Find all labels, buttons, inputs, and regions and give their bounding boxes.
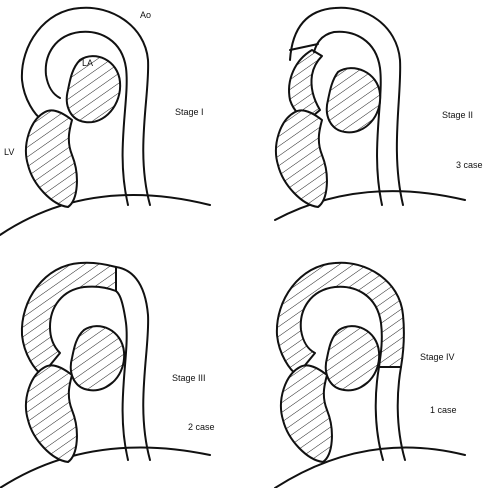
panel-stage-3: Stage III 2 case xyxy=(0,263,215,488)
panel-stage-2: Stage II 3 case xyxy=(275,8,483,220)
left-ventricle-hatched xyxy=(26,365,77,462)
case-count-4: 1 case xyxy=(430,405,457,415)
dissection-flap xyxy=(290,44,318,50)
left-atrium-hatched xyxy=(67,56,120,122)
left-atrium-hatched xyxy=(326,326,379,390)
stage-label-4: Stage IV xyxy=(420,352,455,362)
left-ventricle-hatched xyxy=(281,365,332,462)
ascending-aorta-dissection xyxy=(289,50,322,120)
case-count-2: 3 case xyxy=(456,160,483,170)
panel-stage-1: Ao LA LV Stage I xyxy=(0,8,210,235)
left-ventricle-hatched xyxy=(276,110,327,207)
aorta-outer-wall-lower xyxy=(398,367,405,460)
left-atrium-hatched xyxy=(71,326,124,390)
label-ao: Ao xyxy=(140,10,151,20)
case-count-3: 2 case xyxy=(188,422,215,432)
ground-arc xyxy=(0,447,210,488)
stage-label-1: Stage I xyxy=(175,107,204,117)
aorta-inner-wall-lower xyxy=(376,367,383,460)
panel-stage-4: Stage IV 1 case xyxy=(275,263,465,488)
stage-label-3: Stage III xyxy=(172,373,206,383)
label-lv: LV xyxy=(4,147,14,157)
label-la: LA xyxy=(82,58,93,68)
stage-label-2: Stage II xyxy=(442,110,473,120)
left-atrium-hatched xyxy=(327,68,380,132)
ground-arc xyxy=(275,447,465,488)
left-ventricle-hatched xyxy=(26,110,77,207)
ground-arc xyxy=(0,195,210,235)
